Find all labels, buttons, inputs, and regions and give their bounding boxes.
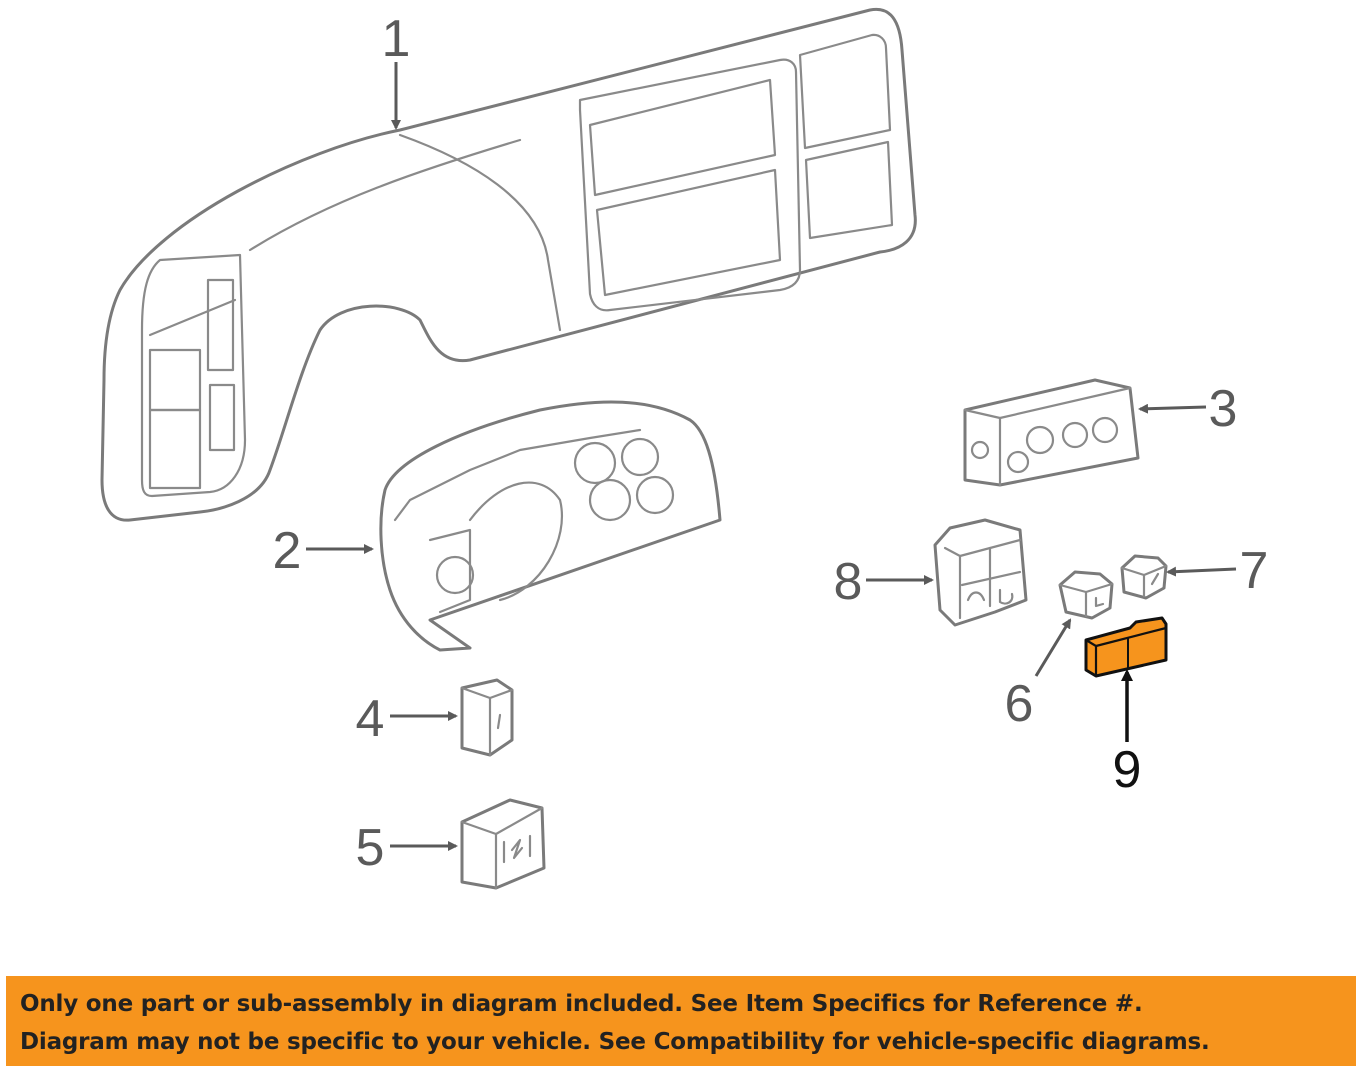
part-1-instrument-panel-bezel xyxy=(100,7,917,522)
callout-5: 5 xyxy=(356,819,385,877)
part-3-climate-control-unit xyxy=(963,378,1140,487)
leader-6 xyxy=(1034,618,1072,677)
parts-diagram: 1 2 3 4 5 6 7 8 9 xyxy=(100,7,1269,890)
callout-7: 7 xyxy=(1240,542,1269,600)
notice-banner: Only one part or sub-assembly in diagram… xyxy=(6,976,1356,1066)
callout-4: 4 xyxy=(356,690,385,748)
part-7-switch-knob xyxy=(1120,554,1168,600)
part-8-switch-assembly xyxy=(933,518,1028,627)
callout-2: 2 xyxy=(273,522,302,580)
callout-8: 8 xyxy=(834,553,863,611)
notice-line-2: Diagram may not be specific to your vehi… xyxy=(20,1029,1210,1055)
part-6-switch-knob xyxy=(1058,570,1114,620)
callout-9: 9 xyxy=(1113,741,1142,799)
leader-7 xyxy=(1166,566,1237,577)
callout-3: 3 xyxy=(1209,380,1238,438)
part-2-instrument-cluster xyxy=(379,400,722,652)
leader-3 xyxy=(1138,403,1207,414)
part-5-switch-hazard xyxy=(460,798,546,890)
callout-6: 6 xyxy=(1005,675,1034,733)
callout-1: 1 xyxy=(382,10,411,68)
notice-line-1: Only one part or sub-assembly in diagram… xyxy=(20,991,1143,1017)
part-4-switch-small xyxy=(460,678,514,757)
part-9-switch-highlighted xyxy=(1084,616,1168,678)
